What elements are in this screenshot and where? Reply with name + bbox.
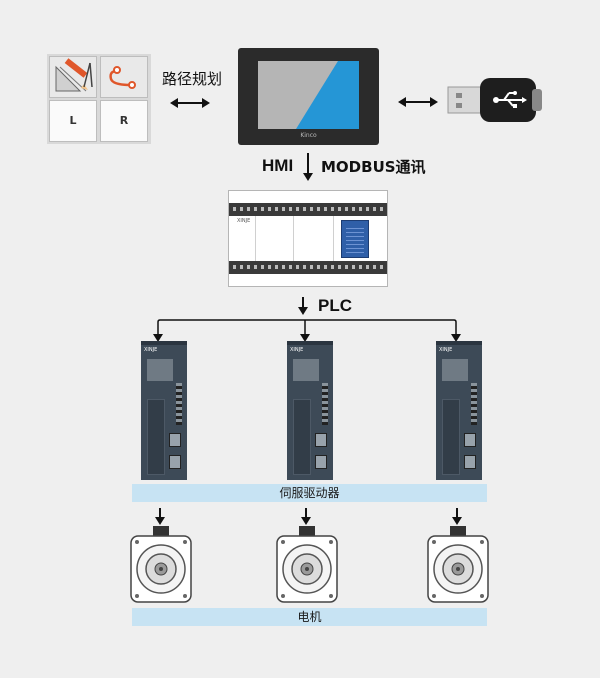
usb-dongle-icon <box>447 78 542 122</box>
ruler-pencil-tool-button[interactable] <box>49 56 97 98</box>
servo-driver-label-strip: 伺服驱动器 <box>132 484 487 502</box>
motor-label-strip: 电机 <box>132 608 487 626</box>
servo-driver-3: XINJE <box>436 341 482 480</box>
servo-motor-2 <box>276 526 338 603</box>
servo-brand-text: XINJE <box>290 347 304 353</box>
modbus-label: MODBUS通讯 <box>321 158 426 176</box>
driver-to-motor-arrow-3 <box>452 508 462 525</box>
button-l[interactable]: L <box>49 100 97 142</box>
driver-to-motor-arrow-2 <box>301 508 311 525</box>
plc-bottom-terminal <box>229 261 387 274</box>
plc-down-arrow <box>298 297 308 315</box>
plc-unit: XINJE <box>228 190 388 287</box>
hmi-to-plc-arrow <box>303 153 313 181</box>
plc-distribution-lines <box>153 319 461 342</box>
ruler-pencil-icon <box>55 58 93 92</box>
servo-motor-3 <box>427 526 489 603</box>
servo-driver-1: XINJE <box>141 341 187 480</box>
servo-display <box>147 359 173 381</box>
button-r[interactable]: R <box>100 100 148 142</box>
path-planning-label: 路径规划 <box>162 70 223 88</box>
plc-label: PLC <box>318 296 352 315</box>
servo-brand-text: XINJE <box>439 347 453 353</box>
servo-display <box>293 359 319 381</box>
hmi-panel: Kinco <box>238 48 379 145</box>
servo-motor-1 <box>130 526 192 603</box>
hmi-label: HMI <box>262 156 294 175</box>
servo-driver-2: XINJE <box>287 341 333 480</box>
button-r-label: R <box>119 114 129 127</box>
button-l-label: L <box>69 114 77 127</box>
plc-module-window <box>341 220 369 258</box>
servo-brand-text: XINJE <box>144 347 158 353</box>
path-curve-tool-button[interactable] <box>100 56 148 98</box>
path-curve-icon <box>109 66 136 89</box>
servo-driver-label: 伺服驱动器 <box>279 486 340 500</box>
plc-brand-text: XINJE <box>237 218 251 224</box>
double-arrow-right <box>398 97 438 107</box>
path-tools-panel: L R <box>47 54 151 144</box>
plc-top-terminal <box>229 203 387 216</box>
motor-label: 电机 <box>297 610 322 624</box>
double-arrow-left <box>170 98 210 108</box>
hmi-screen <box>258 61 359 129</box>
hmi-brand-text: Kinco <box>300 132 317 139</box>
driver-to-motor-arrow-1 <box>155 508 165 525</box>
servo-display <box>442 359 468 381</box>
